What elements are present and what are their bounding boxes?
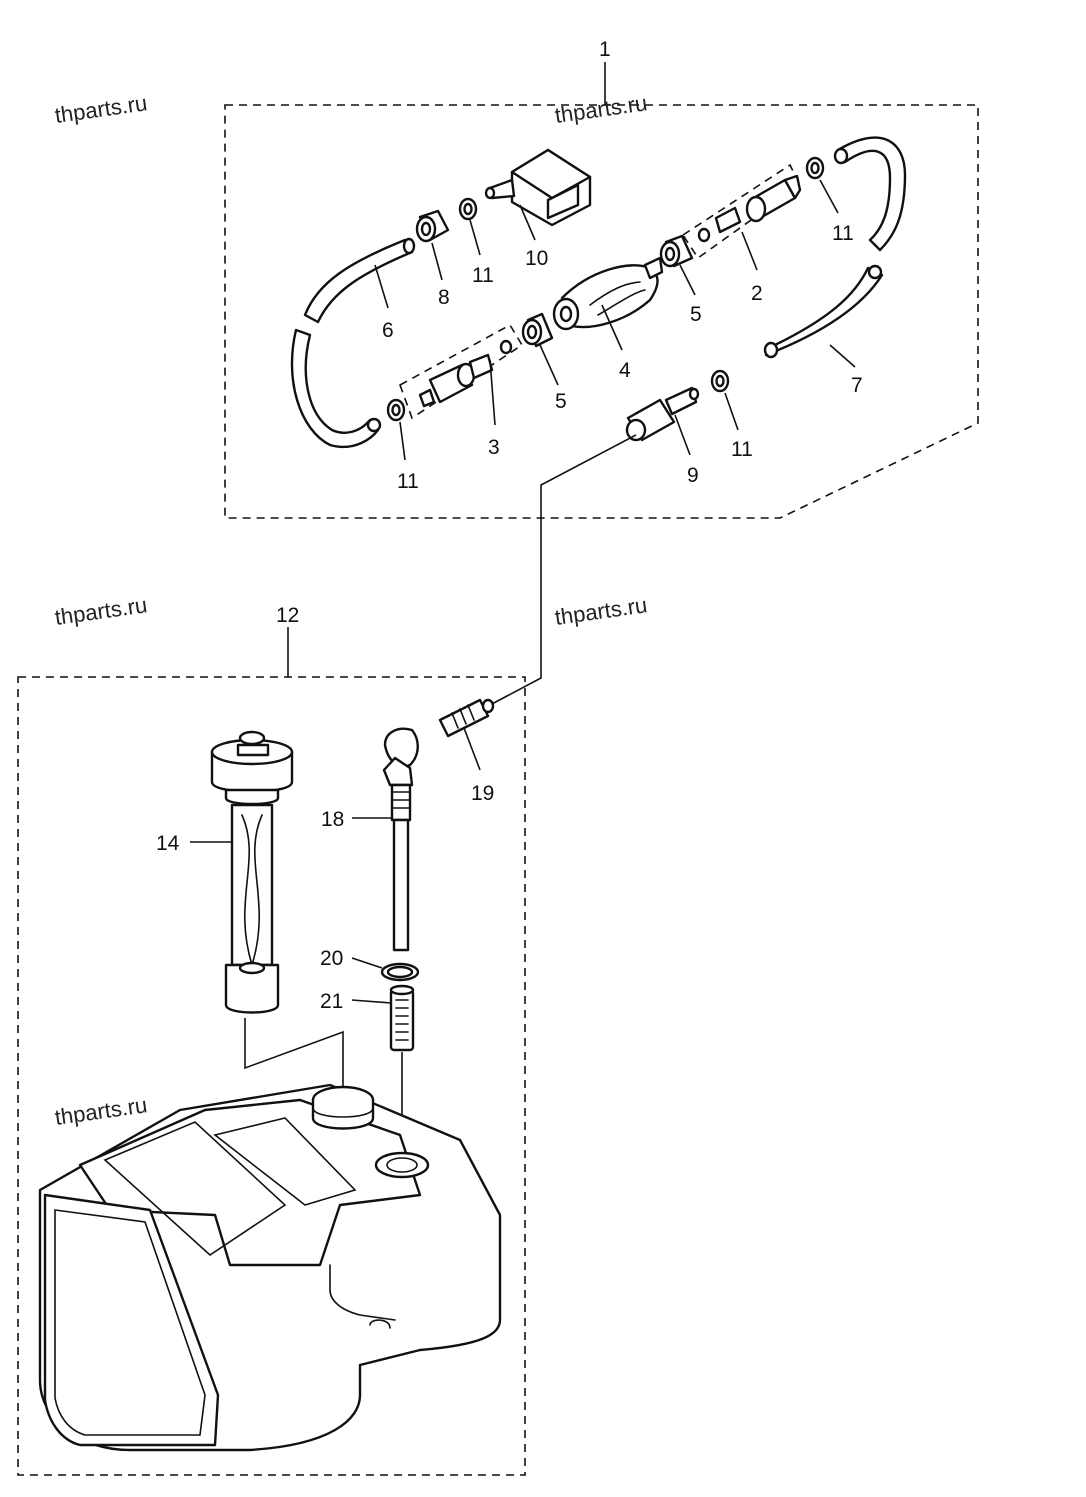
primer-bulb-part-4 xyxy=(552,256,664,331)
callout-5-right: 5 xyxy=(690,303,702,326)
check-valve-part-3 xyxy=(418,339,513,408)
connection-line-9-to-19 xyxy=(489,434,637,706)
callout-18: 18 xyxy=(321,808,344,831)
hose-part-7 xyxy=(763,136,907,359)
pickup-tube-part-18 xyxy=(382,727,419,952)
callout-10: 10 xyxy=(525,247,548,270)
filter-part-21 xyxy=(389,984,415,1052)
watermark-bottom-left: thparts.ru xyxy=(53,1092,149,1130)
callout-3: 3 xyxy=(488,436,500,459)
callout-12: 12 xyxy=(276,604,299,627)
callout-leader-lines xyxy=(190,62,856,1004)
check-valve-part-2 xyxy=(697,174,802,243)
clamp-part-11-left xyxy=(386,398,406,422)
fitting-part-19 xyxy=(438,698,495,738)
callout-7: 7 xyxy=(851,374,863,397)
callout-20: 20 xyxy=(320,947,343,970)
fitting-part-9 xyxy=(625,386,700,442)
callout-11-lower: 11 xyxy=(731,438,753,461)
callout-19: 19 xyxy=(471,782,494,805)
watermark-mid-left: thparts.ru xyxy=(53,592,149,630)
collar-part-5-left xyxy=(521,312,554,348)
clamp-part-11-right xyxy=(805,156,825,180)
gauge-to-tank-line xyxy=(244,1018,344,1098)
watermark-top-left: thparts.ru xyxy=(53,90,149,128)
watermark-top-center: thparts.ru xyxy=(553,90,649,128)
clamp-part-11-lower xyxy=(710,369,730,393)
callout-11-right: 11 xyxy=(832,222,854,245)
clamp-part-11-upper xyxy=(458,197,478,221)
callout-5-left: 5 xyxy=(555,390,567,413)
callout-4: 4 xyxy=(619,359,631,382)
fuel-gauge-part-14 xyxy=(210,730,294,1014)
connector-part-10 xyxy=(484,148,592,227)
callout-9: 9 xyxy=(687,464,699,487)
callout-21: 21 xyxy=(320,990,343,1013)
collar-part-8 xyxy=(415,209,450,243)
callout-11-upper: 11 xyxy=(472,264,494,287)
fuel-line-assembly-boundary xyxy=(224,104,979,519)
callout-11-left: 11 xyxy=(397,470,419,493)
callout-6: 6 xyxy=(382,319,394,342)
watermark-mid-center: thparts.ru xyxy=(553,592,649,630)
o-ring-part-20 xyxy=(380,962,420,982)
fuel-tank-assembly-boundary xyxy=(17,676,526,1476)
callout-1: 1 xyxy=(599,38,611,61)
valve-group-part-2-boundary xyxy=(681,163,802,260)
callout-14: 14 xyxy=(156,832,180,855)
fuel-tank-part-12 xyxy=(38,1083,502,1452)
collar-part-5-right xyxy=(659,234,694,268)
callout-8: 8 xyxy=(438,286,450,309)
callout-2: 2 xyxy=(751,282,763,305)
hose-part-6 xyxy=(290,237,416,448)
